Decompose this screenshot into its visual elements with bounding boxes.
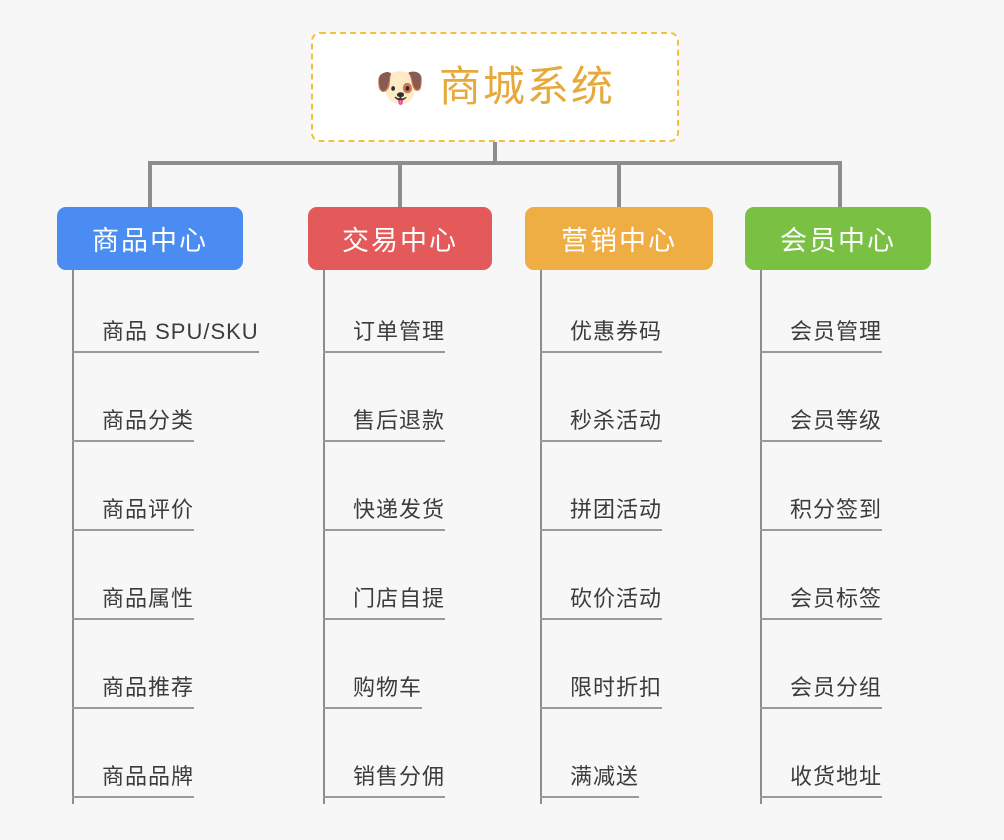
leaf-item[interactable]: 会员等级	[759, 359, 931, 448]
leaf-label: 收货地址	[759, 764, 883, 799]
category-box-product-center[interactable]: 商品中心	[57, 207, 243, 270]
leaf-label: 商品 SPU/SKU	[72, 319, 259, 354]
leaf-item[interactable]: 商品 SPU/SKU	[72, 270, 259, 359]
connector-root-stem	[493, 142, 497, 164]
leaf-item[interactable]: 订单管理	[322, 270, 492, 359]
leaf-item[interactable]: 会员标签	[759, 537, 931, 626]
category-label: 商品中心	[92, 226, 208, 256]
leaf-item[interactable]: 限时折扣	[539, 626, 713, 715]
leaf-item[interactable]: 收货地址	[759, 715, 931, 804]
leaf-list-marketing-center: 优惠券码 秒杀活动 拼团活动 砍价活动 限时折扣 满减送	[539, 270, 713, 804]
leaf-item[interactable]: 商品属性	[71, 537, 259, 626]
leaf-label: 订单管理	[322, 319, 446, 354]
leaf-item[interactable]: 砍价活动	[539, 537, 713, 626]
leaf-label: 快递发货	[322, 497, 446, 532]
leaf-label: 商品品牌	[71, 764, 195, 799]
leaf-label: 商品分类	[71, 408, 195, 443]
category-box-marketing-center[interactable]: 营销中心	[525, 207, 713, 270]
leaf-label: 限时折扣	[539, 675, 663, 710]
leaf-item[interactable]: 会员分组	[759, 626, 931, 715]
category-label: 营销中心	[561, 226, 677, 256]
leaf-label: 商品属性	[71, 586, 195, 621]
leaf-item[interactable]: 秒杀活动	[539, 359, 713, 448]
category-label: 会员中心	[780, 226, 896, 256]
leaf-label: 拼团活动	[539, 497, 663, 532]
connector-drop-1	[148, 161, 152, 207]
leaf-item[interactable]: 购物车	[322, 626, 492, 715]
leaf-label: 销售分佣	[322, 764, 446, 799]
leaf-label: 满减送	[539, 764, 640, 799]
connector-drop-4	[838, 161, 842, 207]
leaf-label: 会员管理	[759, 319, 883, 354]
leaf-label: 积分签到	[759, 497, 883, 532]
branch-trade-center: 交易中心 订单管理 售后退款 快递发货 门店自提 购物车 销售分佣	[308, 207, 492, 804]
leaf-item[interactable]: 优惠券码	[539, 270, 713, 359]
leaf-item[interactable]: 拼团活动	[539, 448, 713, 537]
root-title: 商城系统	[438, 63, 615, 110]
leaf-label: 商品推荐	[71, 675, 195, 710]
root-node[interactable]: 🐶 商城系统	[311, 32, 679, 142]
leaf-label: 门店自提	[322, 586, 446, 621]
branch-product-center: 商品中心 商品 SPU/SKU 商品分类 商品评价 商品属性 商品推荐 商品品牌	[57, 207, 259, 804]
leaf-label: 商品评价	[71, 497, 195, 532]
leaf-item[interactable]: 商品分类	[71, 359, 259, 448]
category-box-member-center[interactable]: 会员中心	[745, 207, 931, 270]
leaf-label: 秒杀活动	[539, 408, 663, 443]
leaf-label: 购物车	[322, 675, 423, 710]
leaf-item[interactable]: 商品品牌	[71, 715, 259, 804]
leaf-label: 售后退款	[322, 408, 446, 443]
leaf-label: 会员等级	[759, 408, 883, 443]
leaf-label: 砍价活动	[539, 586, 663, 621]
leaf-item[interactable]: 售后退款	[322, 359, 492, 448]
leaf-item[interactable]: 会员管理	[759, 270, 931, 359]
leaf-item[interactable]: 满减送	[539, 715, 713, 804]
leaf-list-product-center: 商品 SPU/SKU 商品分类 商品评价 商品属性 商品推荐 商品品牌	[71, 270, 259, 804]
leaf-item[interactable]: 商品推荐	[71, 626, 259, 715]
leaf-item[interactable]: 快递发货	[322, 448, 492, 537]
branch-member-center: 会员中心 会员管理 会员等级 积分签到 会员标签 会员分组 收货地址	[745, 207, 931, 804]
branch-marketing-center: 营销中心 优惠券码 秒杀活动 拼团活动 砍价活动 限时折扣 满减送	[525, 207, 713, 804]
dog-face-icon: 🐶	[375, 66, 425, 110]
leaf-list-trade-center: 订单管理 售后退款 快递发货 门店自提 购物车 销售分佣	[322, 270, 492, 804]
connector-drop-3	[617, 161, 621, 207]
leaf-item[interactable]: 销售分佣	[322, 715, 492, 804]
leaf-label: 优惠券码	[539, 319, 663, 354]
connector-drop-2	[398, 161, 402, 207]
leaf-list-member-center: 会员管理 会员等级 积分签到 会员标签 会员分组 收货地址	[759, 270, 931, 804]
leaf-item[interactable]: 门店自提	[322, 537, 492, 626]
leaf-label: 会员分组	[759, 675, 883, 710]
category-box-trade-center[interactable]: 交易中心	[308, 207, 492, 270]
category-label: 交易中心	[342, 226, 458, 256]
leaf-item[interactable]: 积分签到	[759, 448, 931, 537]
leaf-label: 会员标签	[759, 586, 883, 621]
leaf-item[interactable]: 商品评价	[71, 448, 259, 537]
connector-horizontal-bar	[148, 161, 842, 165]
